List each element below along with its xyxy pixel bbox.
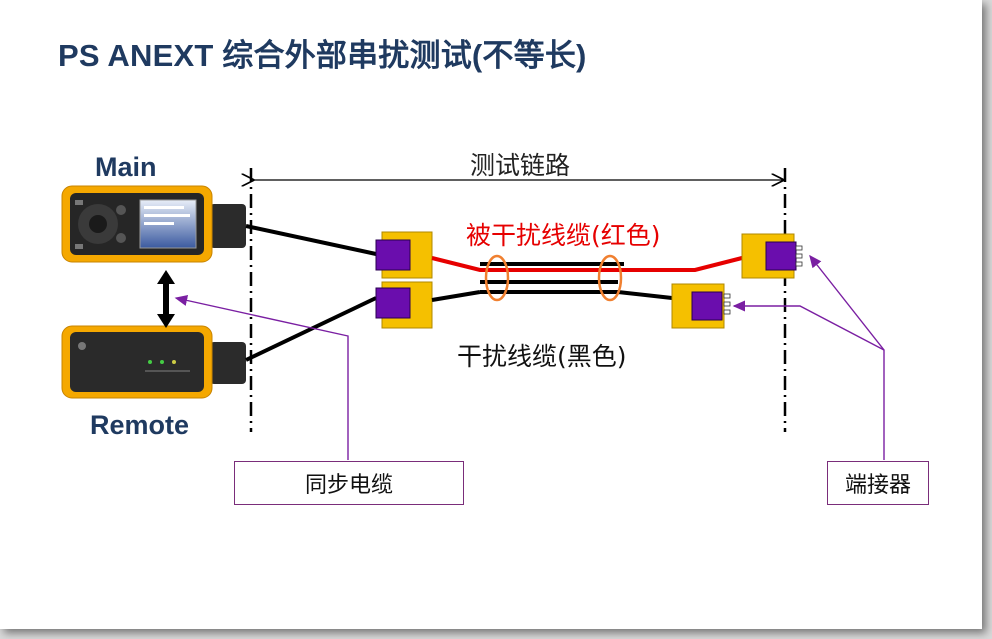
cable-tester-main-icon [61, 185, 246, 263]
disturbed-cable-red [431, 256, 743, 272]
page-title: PS ANEXT 综合外部串扰测试(不等长) [58, 38, 587, 73]
remote-cable [245, 296, 377, 362]
disturber-cable-bundle [431, 262, 673, 302]
connector-upper-left [375, 231, 433, 279]
sync-cable-label: 同步电缆 [304, 473, 393, 498]
sync-cable-callout: 同步电缆 [234, 461, 464, 505]
main-device-label: Main [95, 152, 157, 182]
test-link-label: 测试链路 [470, 151, 571, 180]
diagram-canvas [61, 168, 885, 460]
sync-callout-line [174, 294, 349, 460]
terminator-label: 端接器 [844, 473, 911, 498]
terminator-callout-line-1 [809, 254, 885, 460]
cable-tester-remote-icon [61, 325, 246, 399]
bundle-ring-right [597, 254, 623, 302]
remote-device-label: Remote [90, 410, 190, 440]
slide: PS ANEXT 综合外部串扰测试(不等长) [0, 0, 982, 629]
disturbed-cable-label: 被干扰线缆(红色) [466, 221, 661, 250]
terminator-callout-line-2 [732, 300, 885, 351]
disturber-cable-label: 干扰线缆(黑色) [457, 342, 627, 371]
double-arrow-icon [157, 270, 175, 328]
terminator-upper [741, 233, 803, 279]
main-cable [245, 224, 377, 256]
terminator-lower [671, 283, 731, 329]
connector-lower-left [375, 281, 433, 329]
terminator-callout: 端接器 [827, 461, 929, 505]
bundle-ring-left [484, 254, 510, 302]
